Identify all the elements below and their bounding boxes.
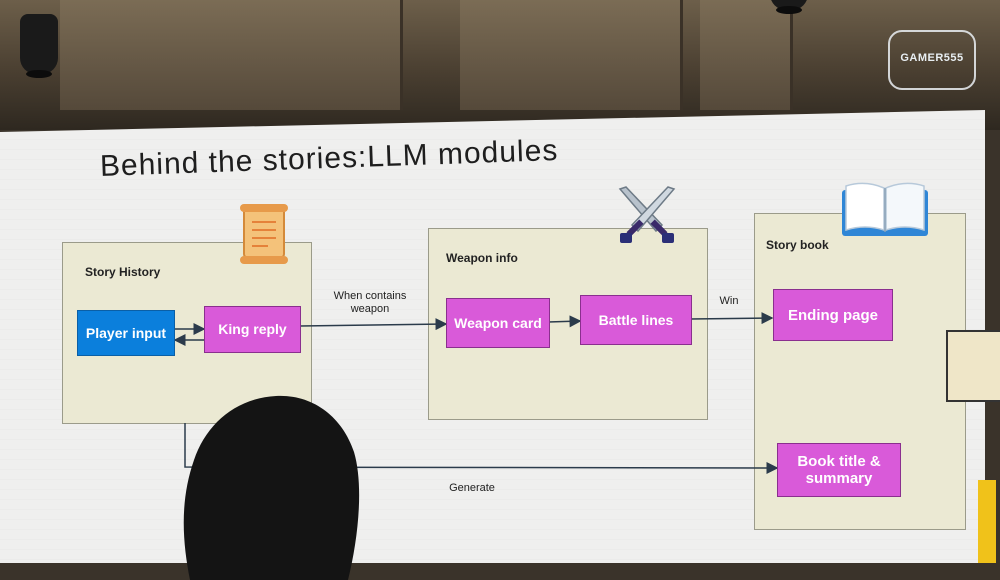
ceiling-background: GAMER555 [0, 0, 1000, 130]
weapon-card-node: Weapon card [446, 298, 550, 348]
king-reply-node: King reply [204, 306, 301, 353]
ceiling-panel [60, 0, 183, 110]
edge-label-win: Win [719, 295, 739, 307]
scroll-icon [240, 204, 288, 264]
side-yellow-bar [978, 480, 996, 563]
spotlight-icon [770, 0, 808, 14]
ending-page-node: Ending page [773, 289, 893, 341]
arrow-weapon-to-battle [547, 315, 582, 328]
arrow-battle-to-ending [689, 312, 774, 325]
ceiling-panel [700, 0, 793, 110]
audience-head-silhouette [183, 395, 360, 580]
edge-label-generate: Generate [449, 482, 495, 494]
module-label: Story History [85, 265, 161, 279]
spotlight-icon [20, 14, 58, 78]
arrow-history-to-book-title [184, 423, 779, 474]
side-sign [946, 330, 1000, 402]
open-book-icon [842, 182, 928, 236]
battle-lines-node: Battle lines [580, 295, 692, 345]
edge-label-when-weapon: When contains weapon [333, 290, 407, 315]
player-input-node: Player input [77, 310, 175, 356]
module-label: Story book [766, 238, 829, 252]
module-label: Weapon info [446, 251, 518, 265]
book-title-summary-node: Book title & summary [777, 443, 901, 497]
watermark-logo: GAMER555 [888, 30, 976, 90]
arrow-reply-to-weapon [299, 318, 448, 331]
ceiling-panel [460, 0, 683, 110]
crossed-swords-icon [618, 186, 676, 243]
ceiling-panel [180, 0, 403, 110]
flow-arrows [173, 312, 779, 474]
